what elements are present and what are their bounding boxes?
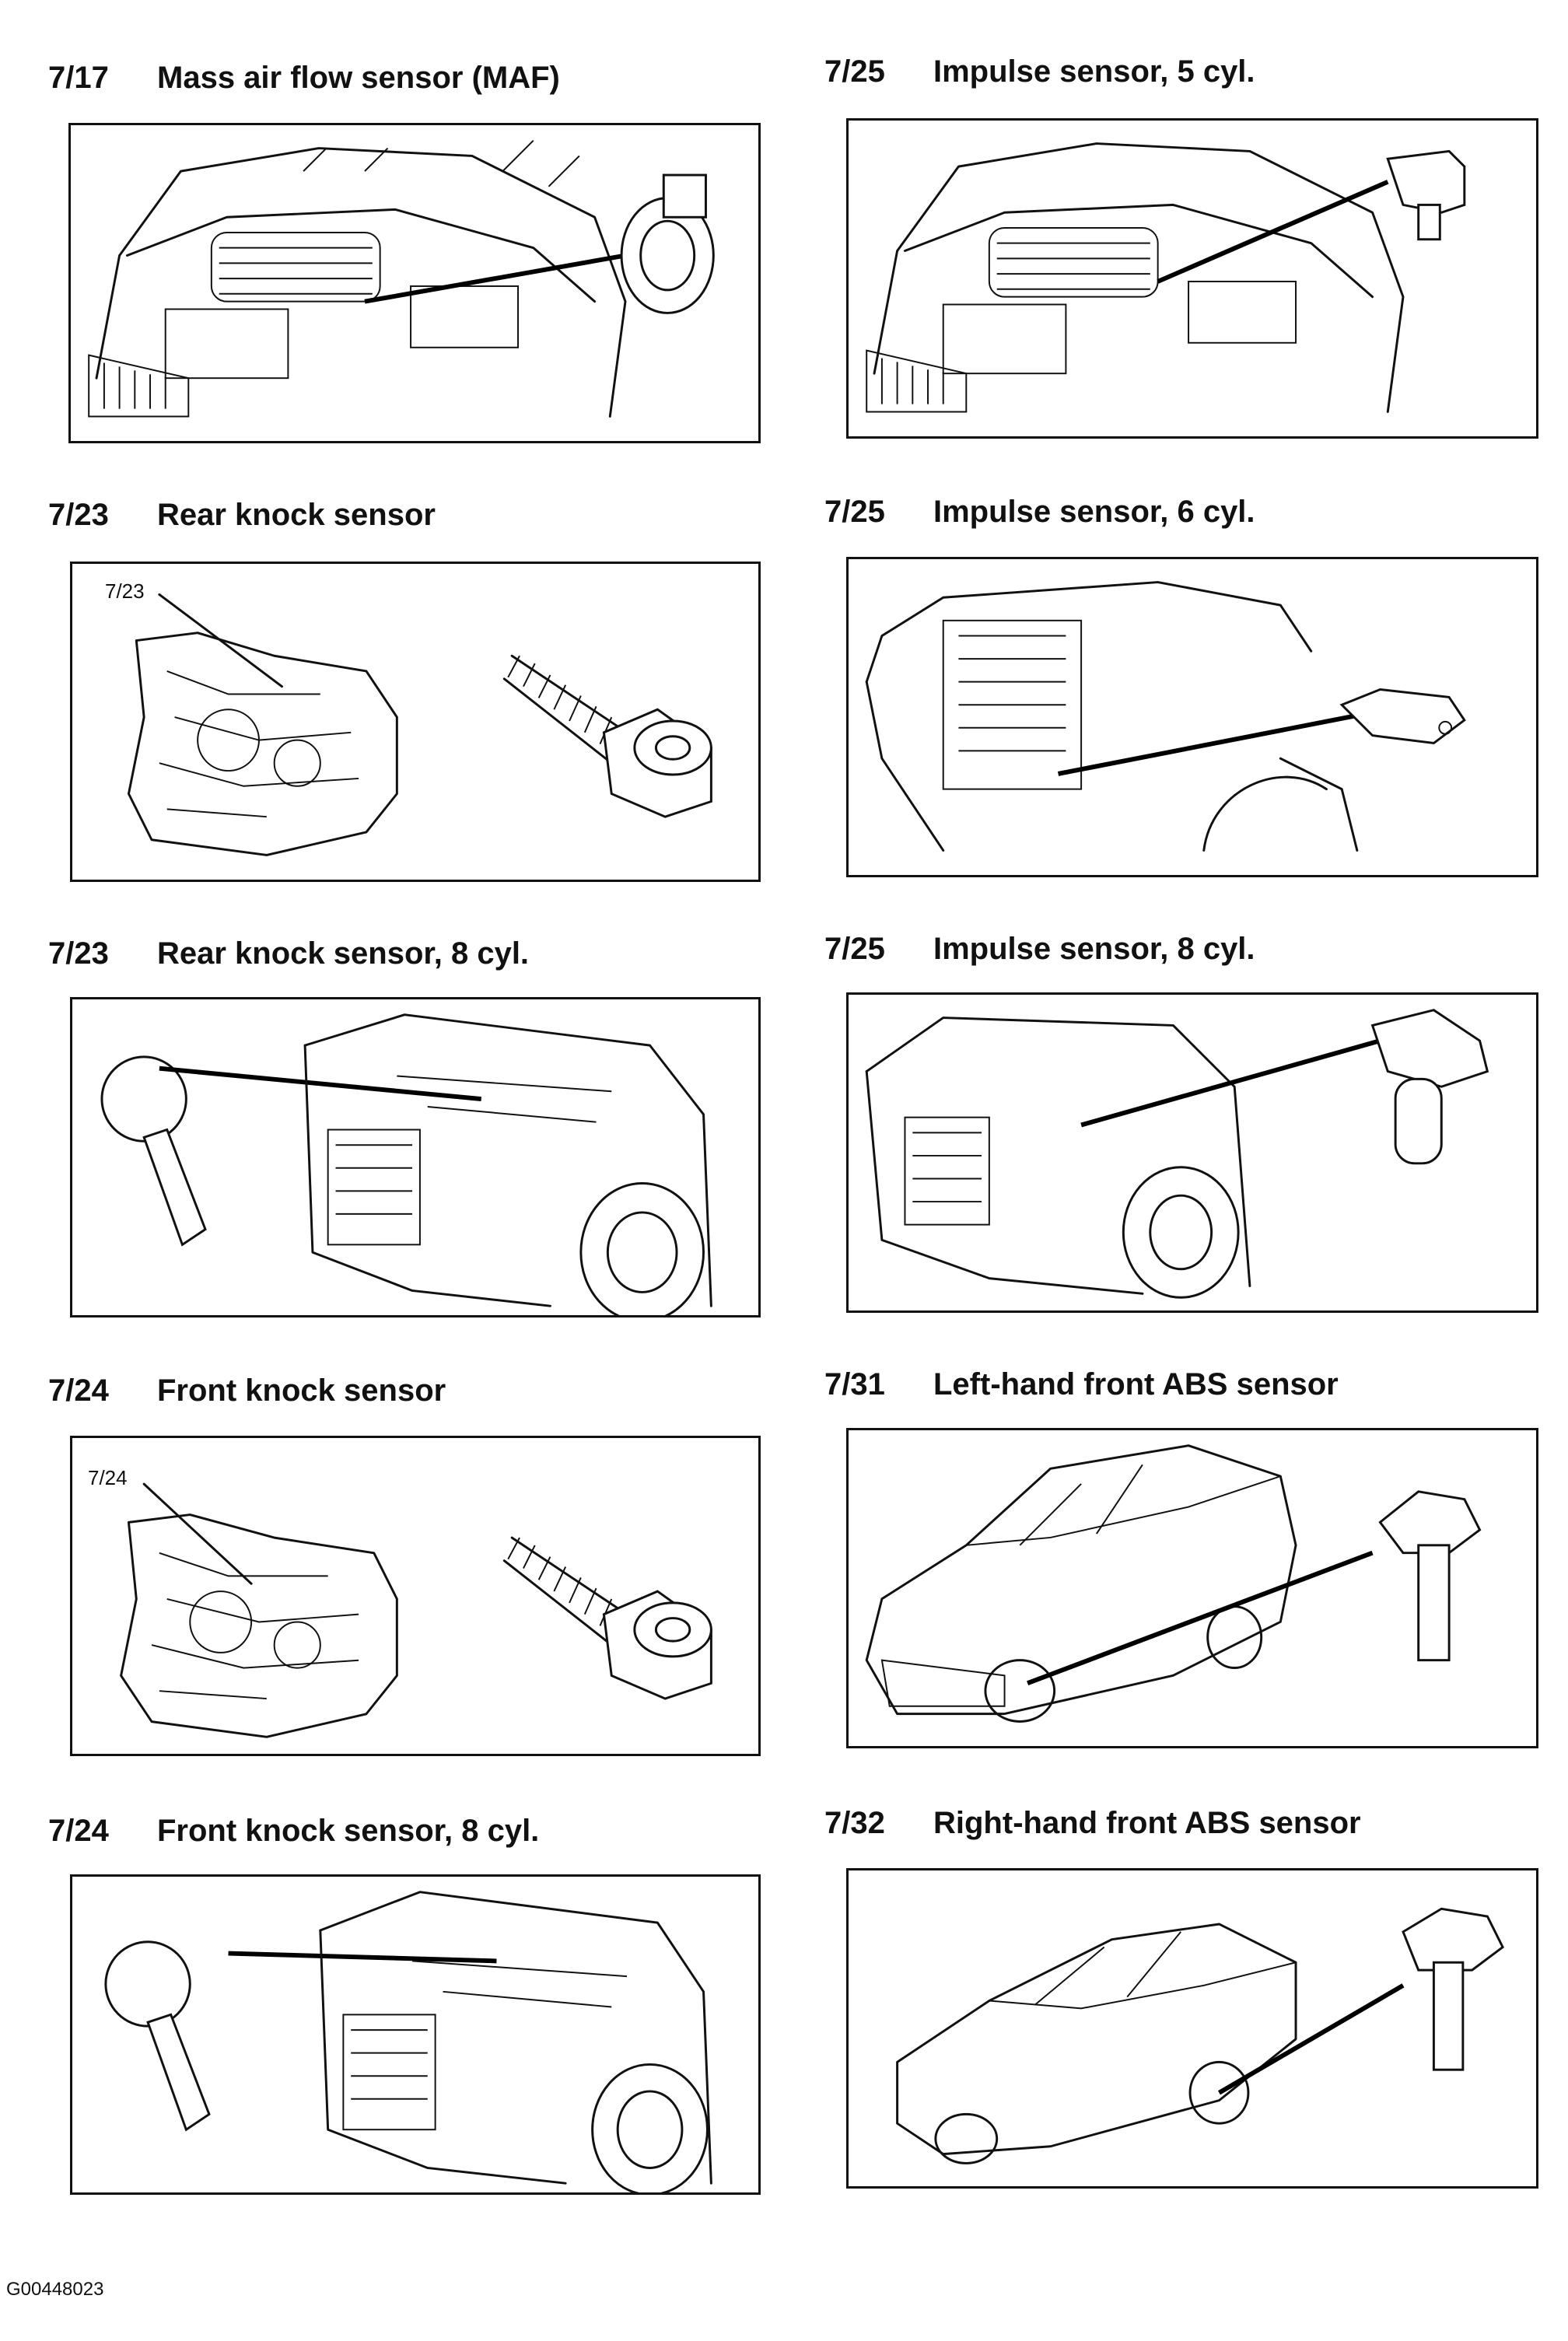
illustration-impulse-sensor-6cyl: [846, 557, 1538, 877]
section-title: Front knock sensor, 8 cyl.: [157, 1814, 540, 1848]
section-code: 7/23: [48, 498, 109, 532]
knock-sensor-drawing: [127, 593, 712, 856]
sedan-drawing: [865, 1444, 1482, 1723]
section-code: 7/25: [824, 495, 885, 529]
section-title: Left-hand front ABS sensor: [933, 1367, 1339, 1401]
section-code: 7/24: [48, 1373, 109, 1408]
section-heading: 7/24 Front knock sensor, 8 cyl.: [48, 1807, 539, 1854]
section-heading: 7/25 Impulse sensor, 6 cyl.: [824, 488, 1255, 535]
section-title: Rear knock sensor, 8 cyl.: [157, 936, 530, 971]
illustration-rear-knock-sensor: 7/23: [70, 562, 761, 882]
section-code: 7/31: [824, 1367, 885, 1401]
illustration-rear-knock-sensor-8cyl: [70, 997, 761, 1317]
section-heading: 7/25 Impulse sensor, 8 cyl.: [824, 926, 1255, 972]
engine-bay-drawing: [866, 142, 1466, 413]
figure-id: G00448023: [6, 2279, 104, 2300]
section-code: 7/24: [48, 1814, 109, 1848]
callout-label: 7/23: [105, 579, 145, 603]
section-heading: 7/32 Right-hand front ABS sensor: [824, 1800, 1361, 1846]
knock-sensor-part: [502, 654, 712, 818]
section-title: Front knock sensor: [157, 1373, 446, 1408]
section-title: Right-hand front ABS sensor: [933, 1806, 1361, 1840]
section-title: Impulse sensor, 8 cyl.: [933, 932, 1255, 966]
sedan-rear-drawing: [896, 1907, 1504, 2164]
section-heading: 7/25 Impulse sensor, 5 cyl.: [824, 48, 1255, 95]
callout-label: 7/24: [88, 1466, 128, 1489]
knock-sensor-part: [502, 1536, 712, 1700]
illustration-impulse-sensor-5cyl: [846, 118, 1538, 439]
section-heading: 7/24 Front knock sensor: [48, 1367, 446, 1414]
section-heading: 7/31 Left-hand front ABS sensor: [824, 1361, 1339, 1408]
illustration-right-front-abs-sensor: [846, 1868, 1538, 2189]
section-heading: 7/23 Rear knock sensor: [48, 492, 436, 538]
section-title: Impulse sensor, 5 cyl.: [933, 54, 1255, 89]
car-front-drawing: [865, 581, 1466, 852]
section-title: Impulse sensor, 6 cyl.: [933, 495, 1255, 529]
illustration-front-knock-sensor: 7/24: [70, 1436, 761, 1756]
suv-front-drawing: [865, 1009, 1489, 1299]
illustration-impulse-sensor-8cyl: [846, 992, 1538, 1313]
section-code: 7/25: [824, 932, 885, 966]
section-code: 7/17: [48, 61, 109, 95]
knock-sensor-part: [104, 1940, 211, 2132]
suv-front-drawing: [104, 1891, 712, 2192]
section-code: 7/32: [824, 1806, 885, 1840]
knock-sensor-drawing: [120, 1482, 712, 1738]
suv-front-drawing: [100, 1013, 712, 1315]
engine-bay-drawing: [88, 140, 715, 418]
section-title: Mass air flow sensor (MAF): [157, 61, 560, 95]
illustration-maf-sensor: [68, 123, 761, 443]
illustration-left-front-abs-sensor: [846, 1428, 1538, 1748]
illustration-front-knock-sensor-8cyl: [70, 1874, 761, 2195]
section-heading: 7/23 Rear knock sensor, 8 cyl.: [48, 930, 529, 977]
section-code: 7/23: [48, 936, 109, 971]
section-code: 7/25: [824, 54, 885, 89]
section-heading: 7/17 Mass air flow sensor (MAF): [48, 54, 560, 101]
knock-sensor-part: [100, 1055, 207, 1247]
section-title: Rear knock sensor: [157, 498, 436, 532]
